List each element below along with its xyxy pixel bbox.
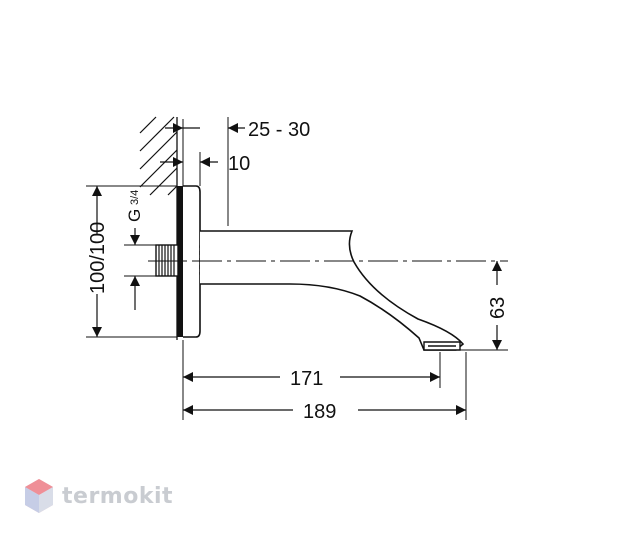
dim-plate-gap-label: 10 (228, 153, 250, 175)
wall-hatching (139, 116, 178, 196)
dim-projection-total: 189 (183, 401, 466, 423)
dim-height-right-label: 63 (487, 297, 509, 319)
dim-wall-gap: 25 - 30 (165, 119, 310, 141)
dim-height-left-label: 100/100 (87, 222, 109, 294)
dim-plate-gap: 10 (160, 153, 250, 175)
dim-thread-label: G (125, 209, 144, 222)
dim-projection-outlet-label: 171 (290, 368, 323, 390)
dim-projection-total-label: 189 (303, 401, 336, 423)
dim-wall-gap-label: 25 - 30 (248, 119, 310, 141)
spout-body (200, 230, 465, 351)
aerator (423, 341, 461, 351)
watermark-brand-text: termokit (62, 483, 174, 509)
hexagon-logo-icon (25, 479, 53, 513)
dim-height-left: 100/100 (87, 186, 109, 337)
dim-height-right: 63 (487, 261, 509, 350)
dim-projection-outlet: 171 (183, 368, 440, 390)
dim-thread-fraction: 3/4 (129, 190, 141, 205)
wall-plate (177, 186, 183, 337)
watermark-logo: termokit (24, 478, 173, 514)
dim-thread: G 3/4 (125, 190, 144, 310)
